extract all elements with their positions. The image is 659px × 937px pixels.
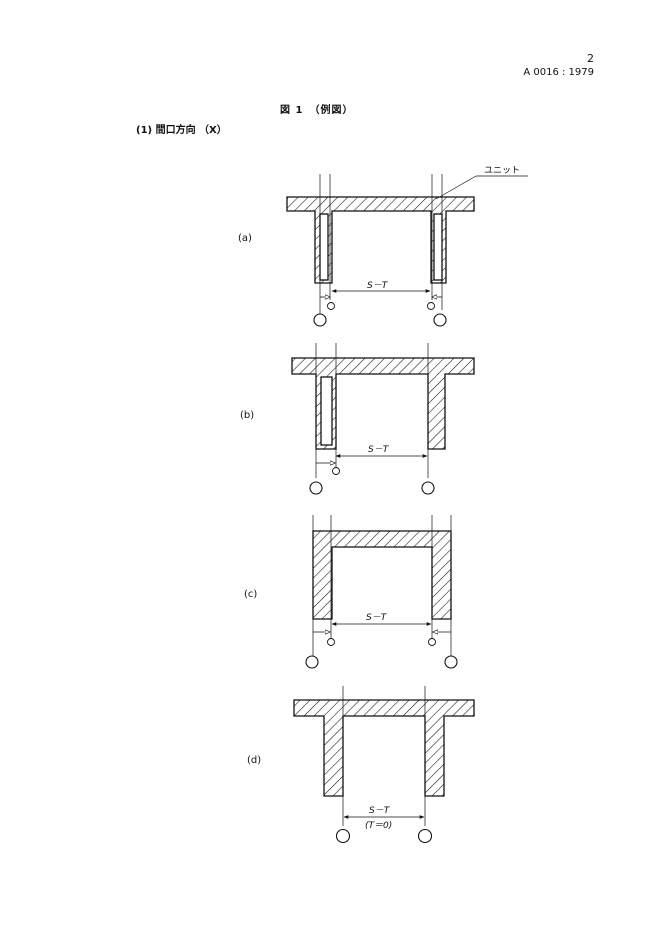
unit-wall-left-b	[320, 376, 333, 446]
unit-wall-right-a	[433, 213, 443, 281]
case-label-d: (d)	[247, 755, 262, 766]
case-label-b: (b)	[240, 410, 255, 421]
unit-label-text: ユニット	[484, 166, 520, 176]
grid-circle	[313, 313, 327, 327]
grid-circle	[433, 313, 447, 327]
figure-title: 図 1 （例図）	[280, 105, 354, 116]
diagram-d: S－T (T＝0)	[293, 686, 475, 844]
case-label-a: (a)	[238, 233, 252, 244]
diagram-a: ユニット S－T	[286, 166, 528, 327]
dimension-label-d: S－T	[369, 806, 391, 816]
section-title: (1) 間口方向 （X）	[136, 125, 227, 136]
page-number: 2	[587, 52, 594, 65]
dimension-label-b: S－T	[368, 445, 390, 455]
t-zero-label: (T＝0)	[365, 821, 392, 831]
diagram-b: S－T	[291, 343, 475, 495]
document-code: A 0016 : 1979	[523, 67, 594, 78]
unit-wall-left-a	[319, 213, 329, 281]
dimension-label-c: S－T	[366, 613, 388, 623]
dimension-label-a: S－T	[367, 281, 389, 291]
case-label-c: (c)	[244, 589, 258, 600]
diagram-c: S－T	[305, 515, 458, 669]
